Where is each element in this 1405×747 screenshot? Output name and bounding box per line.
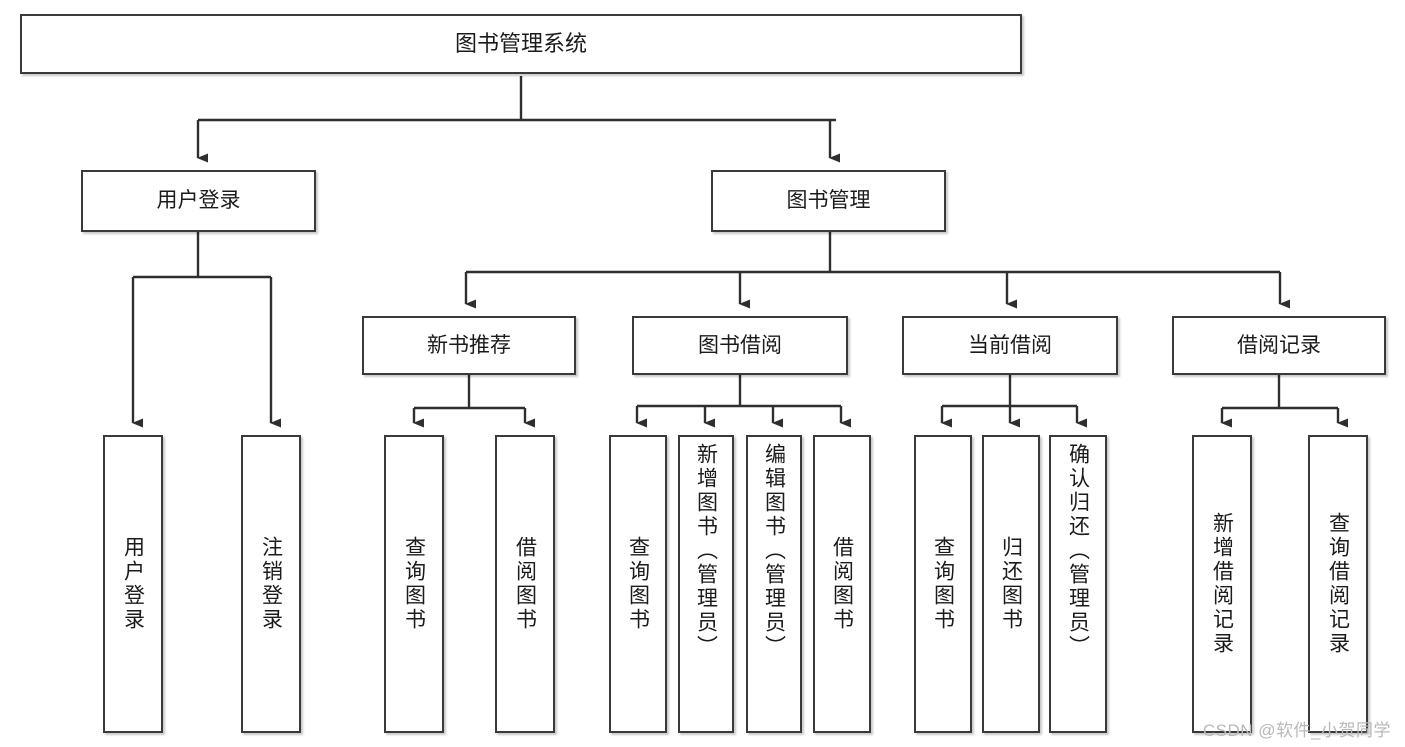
node-leaf-borrow-book-recommend[interactable]: 借阅图书 (495, 435, 555, 733)
node-label: 借阅记录 (1237, 333, 1321, 357)
node-label: 查询借阅记录 (1326, 512, 1350, 656)
node-root-system[interactable]: 图书管理系统 (20, 14, 1022, 74)
node-label: 归还图书 (999, 536, 1023, 632)
node-label: 查询图书 (626, 536, 650, 632)
node-label: 当前借阅 (968, 333, 1052, 357)
node-label: 图书借阅 (698, 333, 782, 357)
node-new-book-recommend[interactable]: 新书推荐 (362, 316, 576, 375)
node-leaf-user-login[interactable]: 用户登录 (103, 435, 163, 733)
node-label: 新增图书（管理员） (694, 443, 718, 659)
node-book-management[interactable]: 图书管理 (711, 170, 946, 232)
node-leaf-query-book-recommend[interactable]: 查询图书 (384, 435, 444, 733)
node-label: 借阅图书 (830, 536, 854, 632)
node-label: 新增借阅记录 (1210, 512, 1234, 656)
node-label: 编辑图书（管理员） (762, 443, 786, 659)
node-book-borrow[interactable]: 图书借阅 (632, 316, 848, 375)
node-label: 借阅图书 (513, 536, 537, 632)
node-leaf-confirm-return-admin[interactable]: 确认归还（管理员） (1049, 435, 1107, 733)
node-label: 新书推荐 (427, 333, 511, 357)
node-leaf-query-book-current[interactable]: 查询图书 (914, 435, 972, 733)
node-leaf-add-borrow-record[interactable]: 新增借阅记录 (1192, 435, 1252, 733)
node-leaf-query-book-borrow[interactable]: 查询图书 (609, 435, 667, 733)
node-current-borrow[interactable]: 当前借阅 (902, 316, 1118, 375)
node-leaf-borrow-book[interactable]: 借阅图书 (813, 435, 871, 733)
node-leaf-return-book[interactable]: 归还图书 (982, 435, 1040, 733)
node-label: 用户登录 (121, 536, 145, 632)
node-leaf-query-borrow-record[interactable]: 查询借阅记录 (1308, 435, 1368, 733)
node-label: 注销登录 (259, 536, 283, 632)
node-leaf-logout[interactable]: 注销登录 (241, 435, 301, 733)
watermark-text: CSDN @软件_小贺同学 (1202, 721, 1391, 740)
node-label: 图书管理系统 (454, 30, 587, 56)
node-label: 用户登录 (156, 189, 241, 213)
node-label: 查询图书 (931, 536, 955, 632)
node-label: 图书管理 (786, 189, 871, 213)
node-label: 确认归还（管理员） (1066, 443, 1090, 659)
node-leaf-edit-book-admin[interactable]: 编辑图书（管理员） (746, 435, 802, 733)
node-leaf-add-book-admin[interactable]: 新增图书（管理员） (678, 435, 734, 733)
node-borrow-record[interactable]: 借阅记录 (1172, 316, 1386, 375)
node-label: 查询图书 (402, 536, 426, 632)
node-user-login[interactable]: 用户登录 (81, 170, 316, 232)
